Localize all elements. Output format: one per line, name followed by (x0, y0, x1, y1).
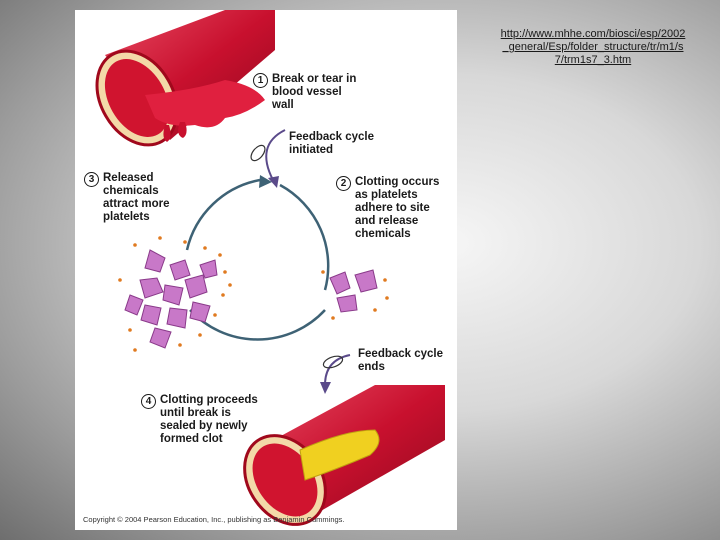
figure-drawing (95, 10, 445, 526)
adhering-platelets (321, 269, 389, 320)
step-3-label: Released chemicals attract more platelet… (103, 172, 170, 223)
feedback-ends-label: Feedback cycle ends (358, 348, 444, 373)
source-link[interactable]: http://www.mhhe.com/biosci/esp/2002_gene… (500, 28, 686, 66)
feedback-initiated-label: Feedback cycle initiated (289, 131, 375, 156)
sealed-vessel-illustration (243, 385, 445, 526)
step-1-label: Break or tear in blood vessel wall (272, 73, 357, 111)
feedback-initiated-arrow (250, 129, 286, 188)
step-2-number: 2 (336, 176, 351, 191)
platelet-cluster (118, 236, 232, 352)
step-2-label: Clotting occurs as platelets adhere to s… (355, 176, 440, 240)
feedback-ends-arrow (320, 354, 351, 394)
cycle-arrow (279, 183, 330, 291)
step-3-number: 3 (84, 172, 99, 187)
step-1-number: 1 (253, 73, 268, 88)
hemostasis-figure: 1 Break or tear in blood vessel wall Fee… (75, 10, 457, 530)
step-4-number: 4 (141, 394, 156, 409)
step-4-label: Clotting proceeds until break is sealed … (160, 394, 258, 445)
copyright-notice: Copyright © 2004 Pearson Education, Inc.… (83, 515, 345, 524)
torn-vessel-illustration (95, 10, 275, 147)
